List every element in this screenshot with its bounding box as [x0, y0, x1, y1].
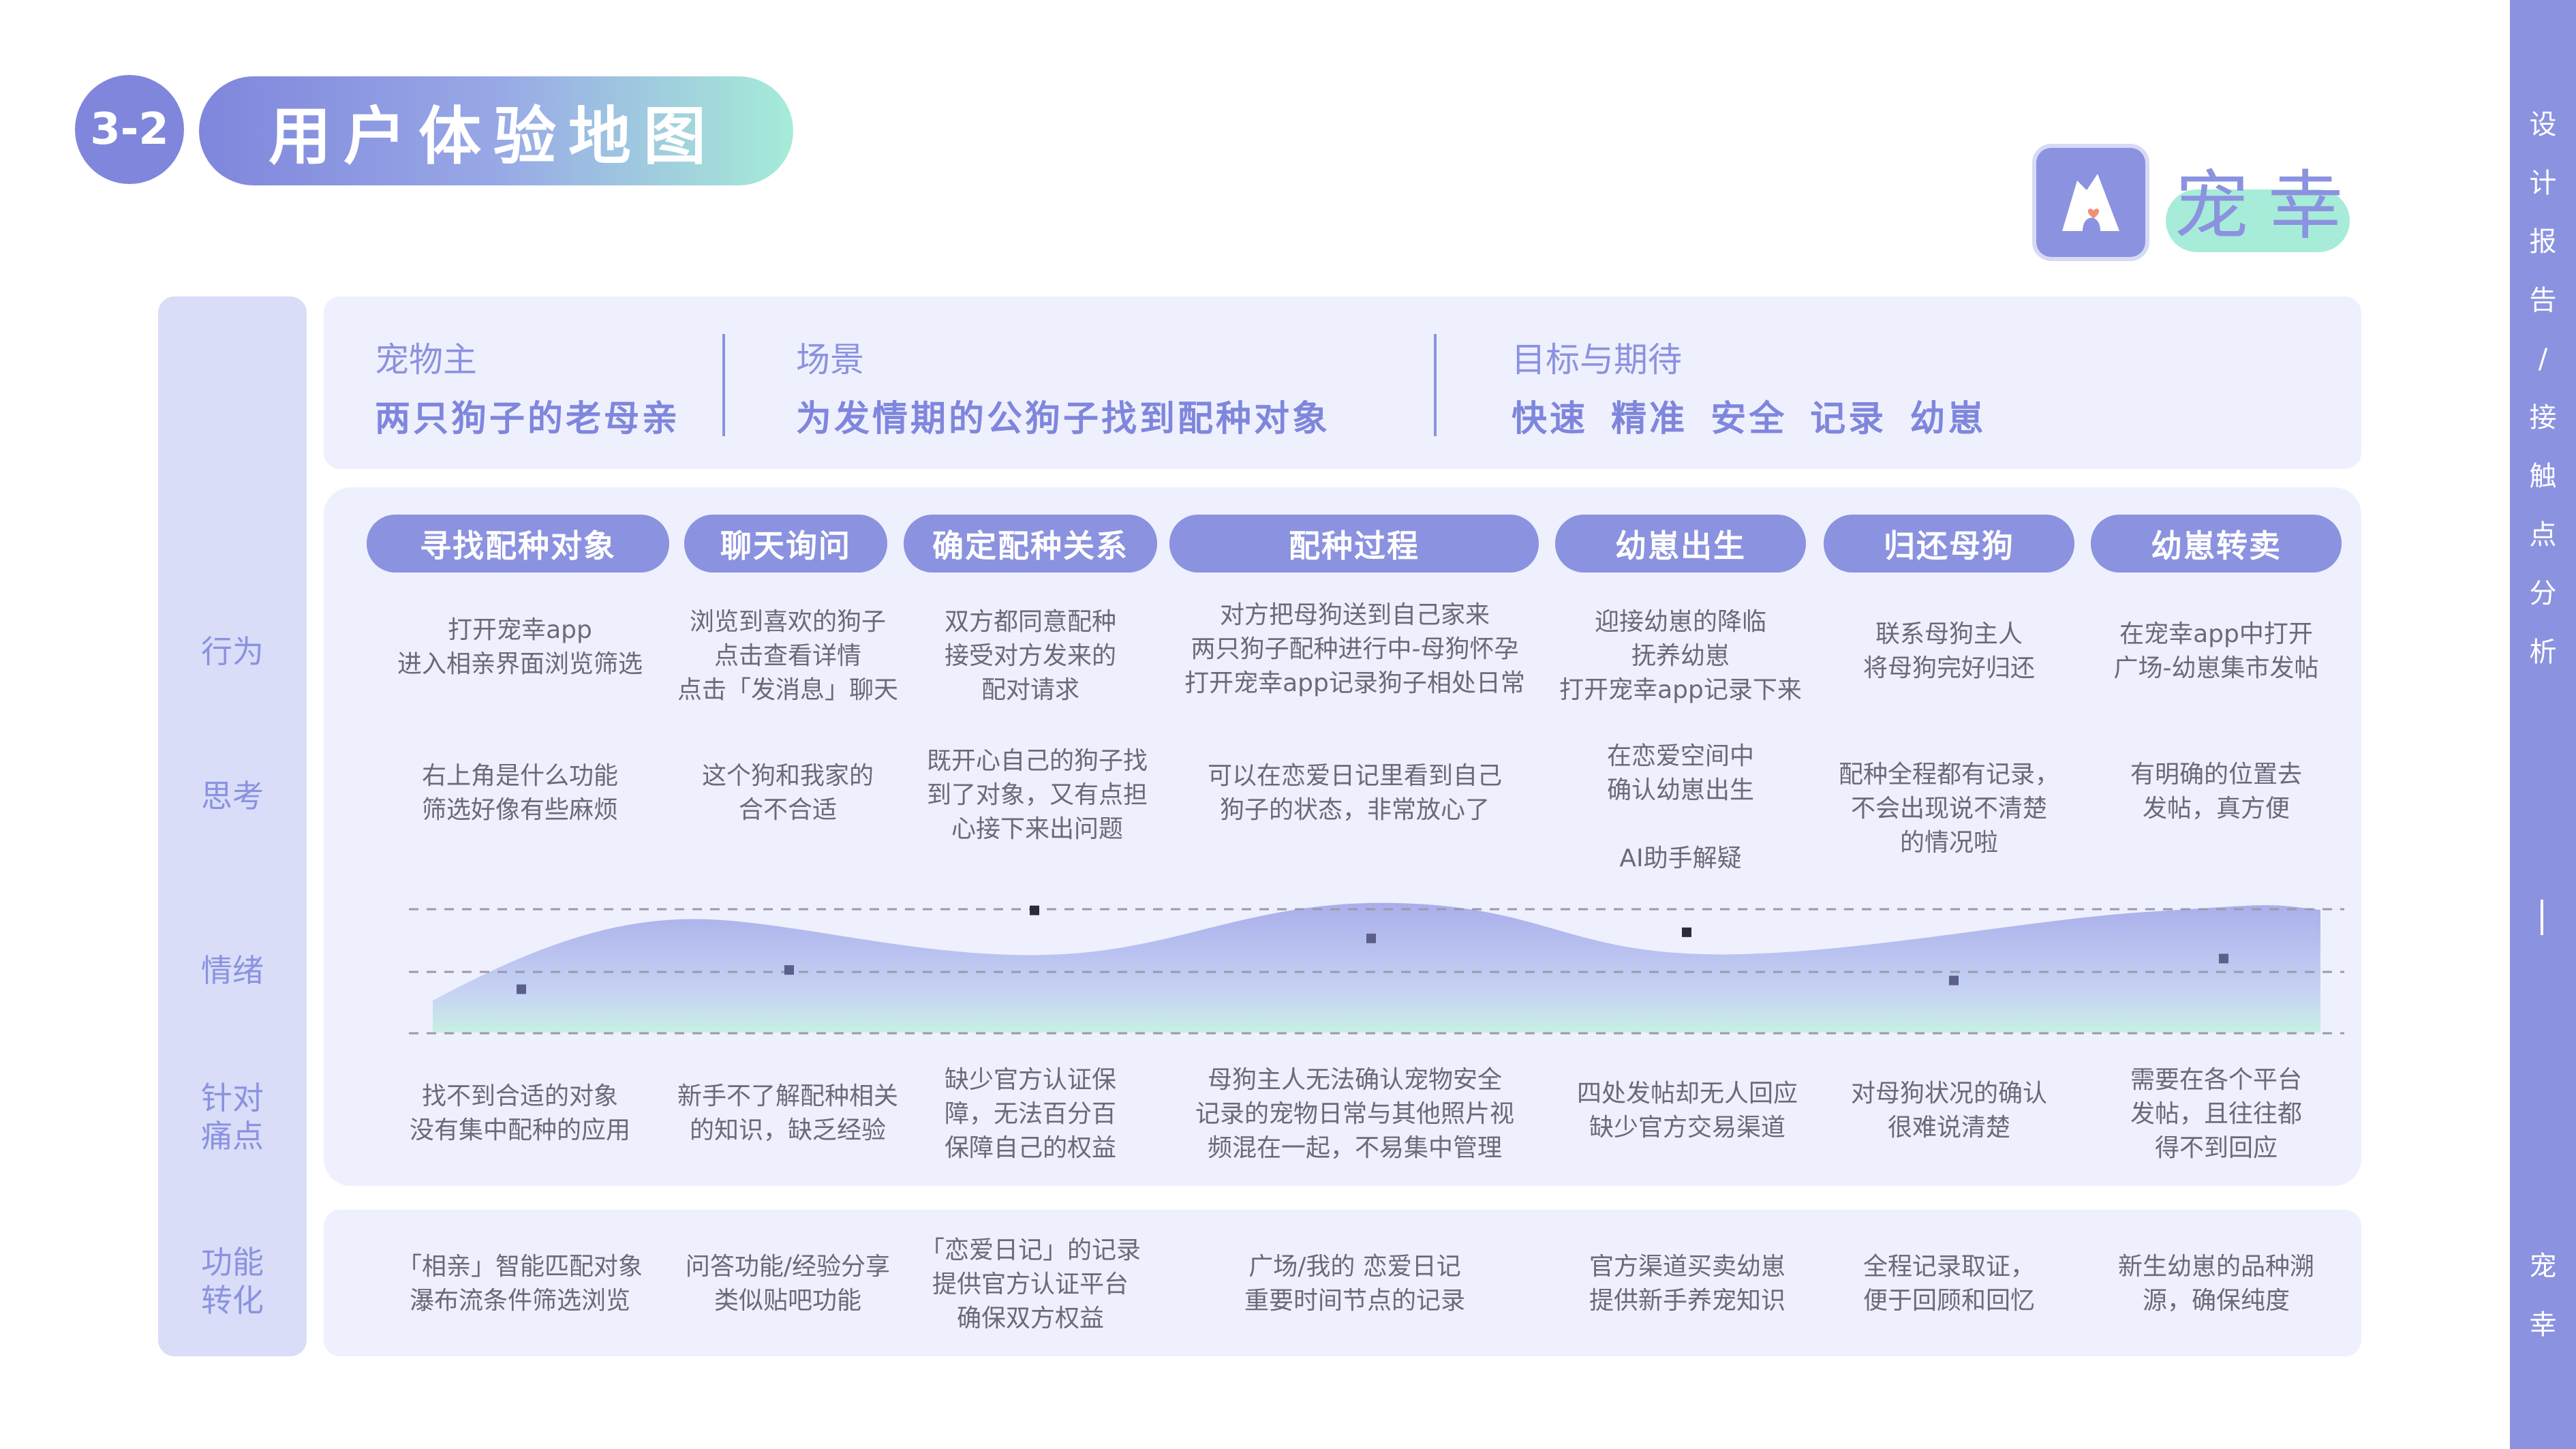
side-report-char: 告: [2529, 285, 2557, 316]
behavior-cell: 双方都同意配种 接受对方发来的 配对请求: [944, 608, 1116, 704]
persona-panel: [324, 296, 2361, 469]
side-report-char: 分: [2529, 578, 2557, 609]
row-label-function: 功能 转化: [201, 1244, 264, 1319]
side-report-char: /: [2538, 344, 2548, 375]
function-cell: 「相亲」智能匹配对象 瀑布流条件筛选浏览: [397, 1253, 643, 1315]
pain-cell: 找不到合适的对象 没有集中配种的应用: [409, 1082, 630, 1144]
thinking-cell: 可以在恋爱日记里看到自己 狗子的状态，非常放心了: [1207, 762, 1502, 824]
function-cell: 「恋爱日记」的记录 提供官方认证平台 确保双方权益: [919, 1236, 1141, 1332]
goal-label: 目标与期待: [1512, 340, 1682, 380]
function-cell: 广场/我的 恋爱日记 重要时间节点的记录: [1244, 1253, 1465, 1315]
side-brand-text: 宠幸: [2510, 1237, 2576, 1354]
row-label-thinking: 思考: [201, 778, 264, 814]
stage-pill: 配种过程: [1169, 515, 1539, 573]
stage-pill: 寻找配种对象: [367, 515, 669, 573]
row-label-emotion: 情绪: [201, 952, 264, 989]
thinking-cell: 右上角是什么功能 筛选好像有些麻烦: [421, 762, 618, 824]
brand-name: 宠幸: [2174, 162, 2362, 249]
row-label-behavior: 行为: [201, 633, 264, 670]
function-panel: [324, 1210, 2361, 1356]
pain-cell: 母狗主人无法确认宠物安全 记录的宠物日常与其他照片视 频混在一起，不易集中管理: [1195, 1066, 1514, 1162]
info-divider: [722, 334, 725, 436]
persona-label: 宠物主: [375, 340, 477, 380]
stage-pill: 聊天询问: [684, 515, 887, 573]
behavior-cell: 在宠幸app中打开 广场-幼崽集市发帖: [2113, 620, 2319, 682]
thinking-cell: 既开心自己的狗子找 到了对象，又有点担 心接下来出问题: [926, 747, 1148, 843]
page-title: 用户体验地图: [199, 76, 793, 185]
side-report-char: 接: [2529, 402, 2557, 433]
scene-value: 为发情期的公狗子找到配种对象: [796, 399, 1331, 440]
side-report-char: 报: [2529, 226, 2557, 258]
goal-value: 快速 精准 安全 记录 幼崽: [1512, 399, 1987, 440]
behavior-cell: 打开宠幸app 进入相亲界面浏览筛选: [397, 616, 643, 678]
side-strip: 设计报告 / 接触点分析 宠幸: [2510, 0, 2576, 1449]
function-cell: 官方渠道买卖幼崽 提供新手养宠知识: [1589, 1253, 1785, 1315]
side-report-char: 计: [2529, 168, 2557, 199]
function-cell: 新生幼崽的品种溯 源，确保纯度: [2117, 1253, 2314, 1315]
side-report-char: 设: [2529, 109, 2557, 140]
thinking-cell: 这个狗和我家的 合不合适: [701, 762, 874, 824]
side-brand-char: 幸: [2529, 1309, 2557, 1341]
function-cell: 全程记录取证， 便于回顾和回忆: [1862, 1253, 2035, 1315]
dog-heart-logo-icon: [2036, 148, 2145, 257]
pain-cell: 四处发帖却无人回应 缺少官方交易渠道: [1576, 1080, 1798, 1142]
side-report-text: 设计报告 / 接触点分析: [2510, 95, 2576, 682]
stage-pill: 幼崽转卖: [2091, 515, 2342, 573]
side-divider: [2541, 900, 2543, 935]
thinking-cell: 有明确的位置去 发帖，真方便: [2130, 761, 2302, 823]
side-report-char: 触: [2529, 461, 2557, 492]
brand-highlight: [2166, 189, 2350, 252]
behavior-cell: 迎接幼崽的降临 抚养幼崽 打开宠幸app记录下来: [1559, 608, 1802, 704]
function-cell: 问答功能/经验分享 类似贴吧功能: [685, 1253, 891, 1315]
section-number: 3-2: [75, 75, 184, 184]
pain-cell: 需要在各个平台 发帖，且往往都 得不到回应: [2130, 1066, 2302, 1162]
journey-panel: [324, 487, 2361, 1186]
behavior-cell: 浏览到喜欢的狗子 点击查看详情 点击「发消息」聊天: [677, 608, 898, 704]
persona-value: 两只狗子的老母亲: [375, 399, 681, 440]
pain-cell: 对母狗状况的确认 很难说清楚: [1850, 1080, 2047, 1142]
stage-pill: 归还母狗: [1824, 515, 2074, 573]
row-label-pain: 针对 痛点: [201, 1080, 264, 1155]
thinking-cell: 配种全程都有记录， 不会出现说不清楚 的情况啦: [1838, 761, 2059, 857]
row-label-column: [158, 296, 307, 1356]
info-divider: [1434, 334, 1437, 436]
pain-cell: 缺少官方认证保 障，无法百分百 保障自己的权益: [944, 1066, 1116, 1162]
side-report-char: 点: [2529, 519, 2557, 551]
side-brand-char: 宠: [2529, 1251, 2557, 1282]
behavior-cell: 对方把母狗送到自己家来 两只狗子配种进行中-母狗怀孕 打开宠幸app记录狗子相处…: [1184, 601, 1525, 697]
stage-pill: 幼崽出生: [1555, 515, 1806, 573]
pain-cell: 新手不了解配种相关 的知识，缺乏经验: [677, 1082, 898, 1144]
stage-pill: 确定配种关系: [904, 515, 1157, 573]
thinking-cell: 在恋爱空间中 确认幼崽出生 AI助手解疑: [1606, 742, 1754, 872]
behavior-cell: 联系母狗主人 将母狗完好归还: [1862, 620, 2035, 682]
side-report-char: 析: [2529, 637, 2557, 668]
scene-label: 场景: [796, 340, 864, 380]
